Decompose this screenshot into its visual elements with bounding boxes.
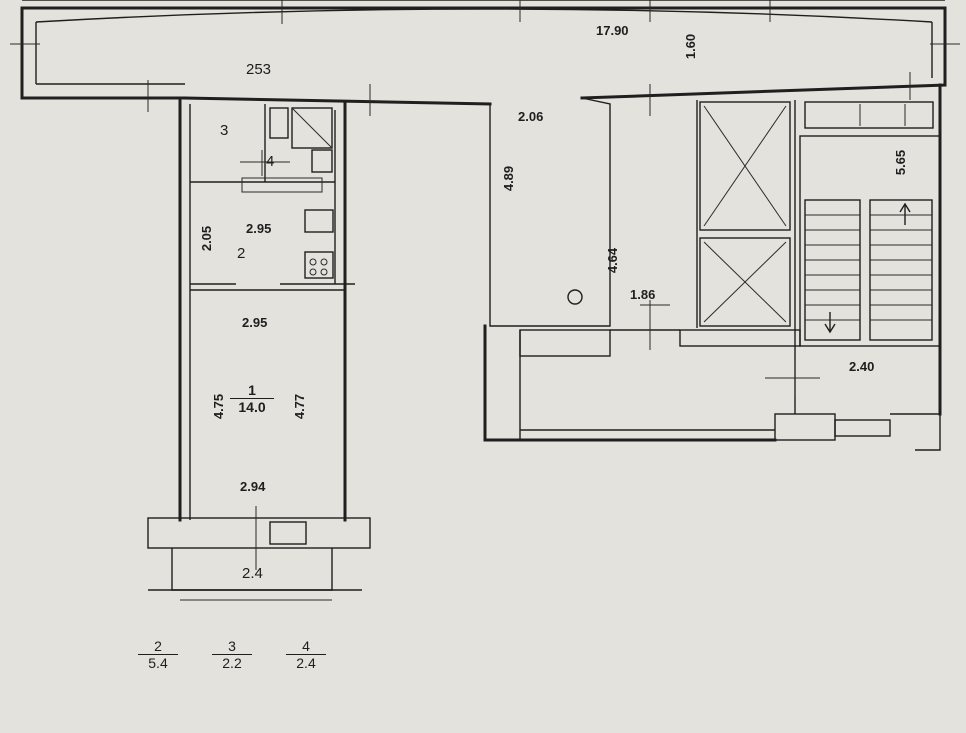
dimension-ticks [10,0,960,116]
lobby-width-label: 1.86 [630,287,656,302]
kitchen-id-label: 2 [237,245,246,262]
legend-item-4: 4 2.4 [286,638,326,671]
hall-length-label: 4.89 [501,165,517,192]
building-right-walls [483,83,942,451]
room-4-label: 4 [266,153,275,170]
balcony-width-label: 2.4 [242,565,263,582]
corridor-walls [20,0,947,327]
room-3-label: 3 [220,122,229,139]
living-width-bottom-label: 2.94 [240,479,266,494]
stair-length-label: 5.65 [893,149,909,176]
legend-room: 3 [212,638,252,656]
balcony-walls [147,506,371,601]
living-room-area: 14.0 [238,399,266,416]
legend-room: 2 [138,638,178,656]
lobby-length-label: 4.64 [605,247,621,274]
living-right-length-label: 4.77 [292,393,308,420]
legend-room: 4 [286,638,326,656]
corridor-segment-label: 253 [246,61,272,78]
elevator-shafts [699,101,791,327]
corridor-length-label: 17.90 [596,23,629,38]
apartment-walls [178,96,355,522]
legend-area: 2.2 [222,655,242,672]
living-left-length-label: 4.75 [211,393,227,420]
staircase [765,101,941,398]
legend-item-2: 2 5.4 [138,638,178,671]
drain-circle [567,289,583,305]
living-room-tag: 1 14.0 [230,382,274,415]
hall-width-label: 2.06 [518,109,544,124]
living-room-id: 1 [230,382,274,400]
kitchen-width-label: 2.95 [246,221,272,236]
living-width-top-label: 2.95 [242,315,268,330]
corridor-depth-label: 1.60 [683,33,699,60]
stair-width-label: 2.40 [849,359,875,374]
kitchen-depth-label: 2.05 [199,225,215,252]
legend-item-3: 3 2.2 [212,638,252,671]
legend-area: 2.4 [296,655,316,672]
legend-area: 5.4 [148,655,168,672]
